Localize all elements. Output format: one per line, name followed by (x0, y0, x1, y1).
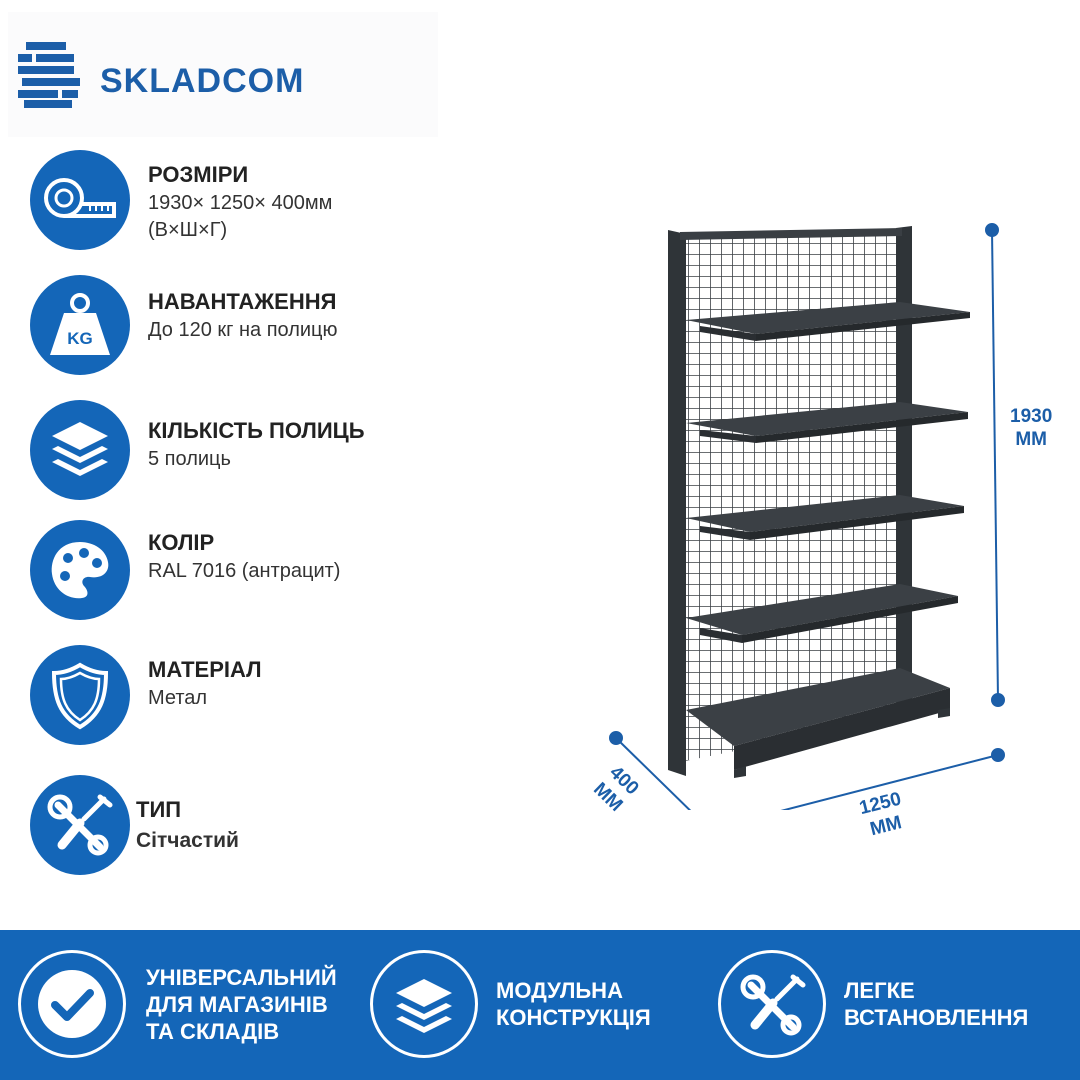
shelf-3 (686, 495, 964, 540)
shelving-unit-image (609, 223, 1005, 810)
spec-icon-circle (30, 400, 130, 500)
feature-text: МОДУЛЬНА КОНСТРУКЦІЯ (496, 950, 651, 1058)
spec-type: ТИП Сітчастий (30, 775, 590, 875)
feature-icon-circle (718, 950, 826, 1058)
tape-measure-icon (44, 178, 116, 218)
spec-value-note: (В×Ш×Г) (148, 219, 228, 241)
spec-value: Сітчастий (136, 829, 239, 852)
features-band: УНІВЕРСАЛЬНИЙ ДЛЯ МАГАЗИНІВ ТА СКЛАДІВ М… (0, 930, 1080, 1080)
skladcom-logo-icon (18, 42, 80, 108)
brand-logo: SKLADCOM (8, 12, 438, 137)
spec-value: Метал (148, 687, 208, 709)
spec-icon-circle (30, 775, 130, 875)
feature-icon-circle (18, 950, 126, 1058)
height-dimension-label: 1930 ММ (1010, 405, 1052, 451)
shield-icon (51, 662, 109, 730)
spec-dimensions: РОЗМІРИ 1930× 1250× 400мм (В×Ш×Г) (30, 150, 590, 250)
feature-line: МОДУЛЬНА (496, 978, 623, 1003)
svg-text:KG: KG (67, 329, 93, 348)
kg-weight-icon: KG (50, 293, 110, 355)
tools-icon (740, 974, 806, 1036)
spec-icon-circle (30, 645, 130, 745)
spec-icon-circle (30, 520, 130, 620)
spec-title: НАВАНТАЖЕННЯ (148, 289, 337, 314)
shelf-1 (686, 302, 970, 341)
left-upright (668, 230, 686, 776)
spec-title: РОЗМІРИ (148, 162, 249, 187)
spec-icon-circle (30, 150, 130, 250)
height-value: 1930 (1010, 406, 1053, 427)
height-unit: ММ (1015, 429, 1047, 450)
tools-icon (47, 794, 113, 856)
spec-title: ТИП (136, 797, 182, 822)
feature-line: ДЛЯ МАГАЗИНІВ (146, 991, 328, 1017)
dimension-lines (609, 223, 1005, 810)
spec-load: KG НАВАНТАЖЕННЯ До 120 кг на полицю (30, 275, 590, 375)
checkmark-icon (38, 970, 106, 1038)
spec-value: 1930× 1250× 400мм (148, 192, 333, 214)
feature-line: ВСТАНОВЛЕННЯ (844, 1005, 1029, 1030)
spec-icon-circle: KG (30, 275, 130, 375)
spec-material: МАТЕРІАЛ Метал (30, 645, 590, 745)
spec-title: КОЛІР (148, 530, 215, 555)
shelf-4 (686, 584, 958, 643)
feature-text: УНІВЕРСАЛЬНИЙ ДЛЯ МАГАЗИНІВ ТА СКЛАДІВ (146, 950, 337, 1058)
spec-value: RAL 7016 (антрацит) (148, 560, 341, 582)
spec-value: 5 полиць (148, 448, 231, 470)
spec-shelf-count: КІЛЬКІСТЬ ПОЛИЦЬ 5 полиць (30, 400, 590, 500)
spec-value: До 120 кг на полицю (148, 319, 338, 341)
brand-name: SKLADCOM (100, 62, 305, 100)
feature-line: КОНСТРУКЦІЯ (496, 1005, 651, 1030)
feature-icon-circle (370, 950, 478, 1058)
spec-title: КІЛЬКІСТЬ ПОЛИЦЬ (148, 418, 365, 443)
layers-icon (52, 422, 108, 476)
feature-line: УНІВЕРСАЛЬНИЙ (146, 964, 337, 990)
base-shelf (686, 668, 950, 778)
spec-color: КОЛІР RAL 7016 (антрацит) (30, 520, 590, 620)
feature-line: ЛЕГКЕ (844, 978, 915, 1003)
layers-icon (396, 979, 452, 1033)
palette-icon (51, 542, 109, 599)
right-upright (896, 226, 912, 714)
shelf-2 (686, 402, 968, 443)
spec-title: МАТЕРІАЛ (148, 657, 262, 682)
feature-text: ЛЕГКЕ ВСТАНОВЛЕННЯ (844, 950, 1028, 1058)
feature-line: ТА СКЛАДІВ (146, 1018, 280, 1044)
